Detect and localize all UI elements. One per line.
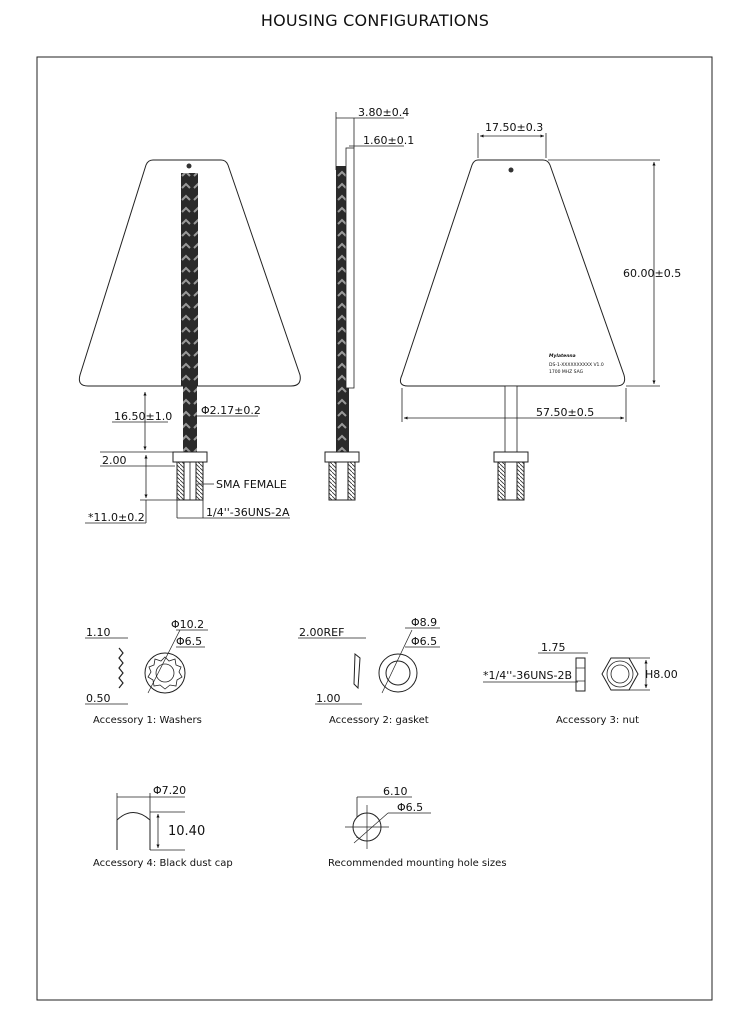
front-connector-label: SMA FEMALE <box>216 478 287 491</box>
front-view: 16.50±1.0 Φ2.17±0.2 2.00 *11.0±0.2 SMA F… <box>78 159 301 524</box>
front-thickness-dim: 2.00 <box>102 454 127 467</box>
side-cable <box>336 388 349 452</box>
dust-cap-length: 10.40 <box>168 824 205 839</box>
mounting-hole-dia: Φ6.5 <box>397 801 423 814</box>
back-label-line-3: 1700 MHZ SAG <box>549 369 584 375</box>
side-connector-nut <box>324 451 360 463</box>
back-label-line-2: DS-1-XXXXXXXXXX V1.0 <box>549 362 604 368</box>
gasket-thickness-dim: 1.00 <box>316 692 341 705</box>
accessory-gasket: 2.00REF 1.00 Φ8.9 Φ6.5 Accessory 2: gask… <box>298 616 440 726</box>
gasket-caption: Accessory 2: gasket <box>329 715 429 726</box>
back-connector-nut <box>493 451 529 463</box>
mounting-hole-caption: Recommended mounting hole sizes <box>328 858 507 869</box>
mounting-hole-flat-dim: 6.10 <box>383 785 408 798</box>
nut-thread-label: *1/4''-36UNS-2B <box>483 669 572 682</box>
front-mount-hole <box>186 163 192 169</box>
front-pcb-trace <box>181 173 198 386</box>
dust-cap-dia: Φ7.20 <box>153 784 186 797</box>
nut-side-profile <box>575 657 586 692</box>
washers-outer-dia: Φ10.2 <box>171 618 204 631</box>
washers-caption: Accessory 1: Washers <box>93 715 202 726</box>
washers-thickness-dim: 1.10 <box>86 626 111 639</box>
nut-caption: Accessory 3: nut <box>556 715 639 726</box>
back-mount-hole <box>508 167 514 173</box>
back-height-dim: 60.00±0.5 <box>623 267 681 280</box>
back-label-line-1: Mylatenna <box>549 353 576 359</box>
gasket-outer-dia: Φ8.9 <box>411 616 437 629</box>
gasket-ref-dim: 2.00REF <box>299 626 344 639</box>
back-view: Mylatenna DS-1-XXXXXXXXXX V1.0 1700 MHZ … <box>400 121 681 501</box>
back-antenna-outline <box>400 159 626 387</box>
washers-inner-thickness-dim: 0.50 <box>86 692 111 705</box>
nut-thickness-dim: 1.75 <box>541 641 566 654</box>
side-board-thickness-dim: 1.60±0.1 <box>363 134 414 147</box>
mounting-hole: 6.10 Φ6.5 Recommended mounting hole size… <box>328 785 507 869</box>
dust-cap-caption: Accessory 4: Black dust cap <box>93 858 233 869</box>
page-title: HOUSING CONFIGURATIONS <box>260 11 490 30</box>
drawing-border <box>36 56 713 1001</box>
front-connector-length-dim: *11.0±0.2 <box>88 511 145 524</box>
back-bottom-width-dim: 57.50±0.5 <box>536 406 594 419</box>
back-cable <box>504 385 518 453</box>
front-connector-nut <box>172 451 208 463</box>
side-total-thickness-dim: 3.80±0.4 <box>358 106 409 119</box>
nut-hex-dim: H8.00 <box>645 668 678 681</box>
gasket-inner-dia: Φ6.5 <box>411 635 437 648</box>
accessory-dust-cap: Φ7.20 10.40 Accessory 4: Black dust cap <box>93 784 233 869</box>
gasket-inner-ring <box>385 660 411 686</box>
accessory-washers: 1.10 0.50 Φ10.2 Φ6.5 Accessory 1: Washer… <box>85 618 208 726</box>
washers-inner-dia: Φ6.5 <box>176 635 202 648</box>
side-radome <box>345 147 355 389</box>
dust-cap-body <box>116 812 151 850</box>
front-length-dim: 16.50±1.0 <box>114 410 172 423</box>
front-cable <box>183 386 197 452</box>
front-diameter-dim: Φ2.17±0.2 <box>201 404 261 417</box>
back-top-width-dim: 17.50±0.3 <box>485 121 543 134</box>
front-thread-label: 1/4''-36UNS-2A <box>206 506 290 519</box>
side-view: 3.80±0.4 1.60±0.1 <box>324 106 414 501</box>
accessory-nut: 1.75 *1/4''-36UNS-2B H8.00 Accessory 3: … <box>483 641 678 726</box>
